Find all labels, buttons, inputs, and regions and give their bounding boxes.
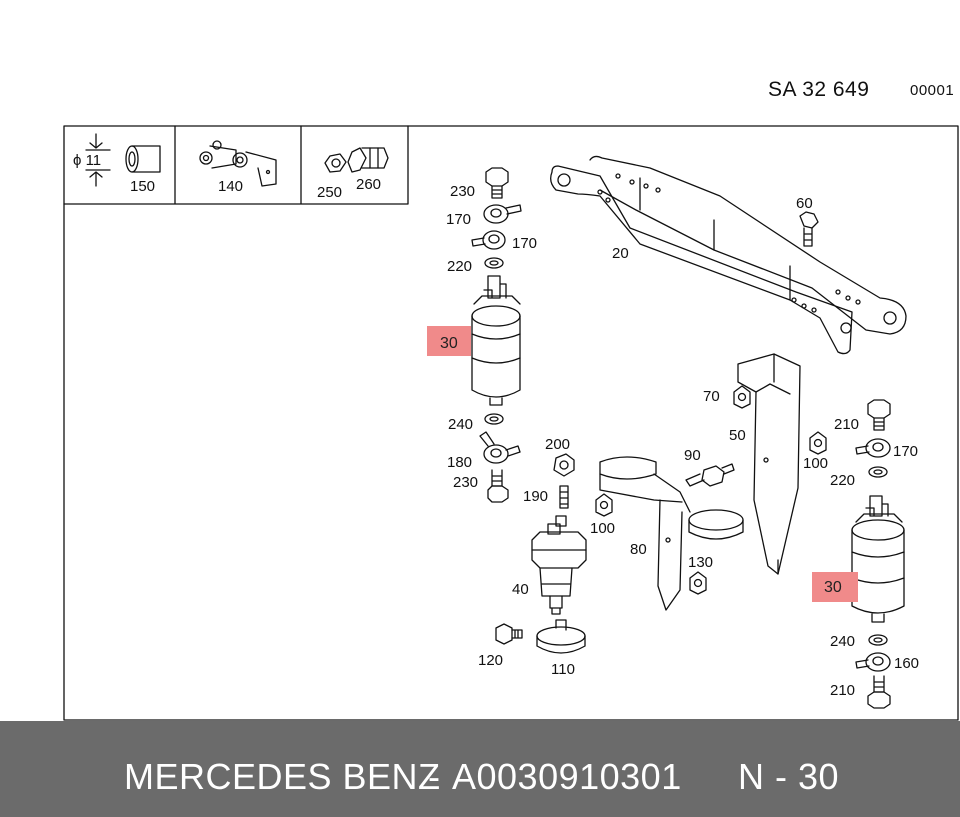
part-label-40: 40 xyxy=(512,581,529,598)
seal-ring-220-icon xyxy=(484,257,504,269)
seal-ring-240b-icon xyxy=(868,634,888,646)
fuel-pump-right-icon xyxy=(851,495,905,623)
part-label-170: 170 xyxy=(893,443,918,460)
part-label-90: 90 xyxy=(684,447,701,464)
footer-separator: - xyxy=(428,756,441,797)
banjo-bolt-230-icon xyxy=(485,167,509,199)
bracket-140-icon xyxy=(199,140,277,187)
nut-200-icon xyxy=(553,453,575,477)
part-label-240: 240 xyxy=(448,416,473,433)
banjo-fitting-160-icon xyxy=(855,652,891,672)
banjo-bolt-210-icon xyxy=(867,399,891,431)
part-label-130: 130 xyxy=(688,554,713,571)
nut-100-icon xyxy=(595,493,613,517)
banjo-bolt-230b-icon xyxy=(487,469,509,503)
crossmember-20-icon xyxy=(550,155,907,355)
part-label-80: 80 xyxy=(630,541,647,558)
part-label-120: 120 xyxy=(478,652,503,669)
highlight-pump-left xyxy=(427,326,471,356)
part-label-50: 50 xyxy=(729,427,746,444)
clamp-110-icon xyxy=(536,619,586,654)
part-label-110: 110 xyxy=(551,661,575,678)
parts-diagram: ϕ 11 150 140 250 260 230 170 170 220 30 … xyxy=(63,125,959,721)
footer-brand: MERCEDES BENZ xyxy=(124,756,441,797)
banjo-fitting-170b-icon xyxy=(471,230,506,250)
part-label-100: 100 xyxy=(803,455,828,472)
nut-250-icon xyxy=(324,153,347,173)
nut-100b-icon xyxy=(809,431,827,455)
footer-position: N - 30 xyxy=(738,756,840,797)
clamp-bracket-80-icon xyxy=(599,456,744,611)
part-label-100: 100 xyxy=(590,520,615,537)
bracket-50-icon xyxy=(737,353,801,575)
part-label-200: 200 xyxy=(545,436,570,453)
footer-bar xyxy=(0,721,960,817)
banjo-fitting-170c-icon xyxy=(855,438,891,458)
drawing-code: SA 32 649 xyxy=(768,78,870,101)
part-label-240: 240 xyxy=(830,633,855,650)
highlight-pump-right xyxy=(812,572,858,602)
part-label-30: 30 xyxy=(440,335,458,352)
part-label-160: 160 xyxy=(894,655,919,672)
inset-label-250: 250 xyxy=(317,184,342,201)
footer-part-number: A0030910301 xyxy=(452,756,682,797)
part-label-210: 210 xyxy=(830,682,855,699)
fuel-pump-left-icon xyxy=(471,275,521,406)
part-label-170: 170 xyxy=(446,211,471,228)
inset-label-260: 260 xyxy=(356,176,381,193)
part-label-20: 20 xyxy=(612,245,629,262)
part-label-30: 30 xyxy=(824,579,842,596)
inset-boxes xyxy=(63,125,409,205)
bolt-120-icon xyxy=(495,623,523,645)
bolt-60-icon xyxy=(799,211,819,247)
banjo-bolt-210b-icon xyxy=(867,675,891,709)
diameter-label: ϕ 11 xyxy=(73,152,101,169)
part-label-210: 210 xyxy=(834,416,859,433)
part-label-230: 230 xyxy=(453,474,478,491)
part-label-220: 220 xyxy=(447,258,472,275)
seal-ring-220b-icon xyxy=(868,466,888,478)
part-label-180: 180 xyxy=(447,454,472,471)
bolt-190-icon xyxy=(559,485,569,509)
sheet-number: 00001 xyxy=(910,82,955,99)
banjo-fitting-180-icon xyxy=(479,431,521,464)
inset-label-140: 140 xyxy=(218,178,243,195)
part-label-170: 170 xyxy=(512,235,537,252)
bolt-90-icon xyxy=(685,463,735,487)
seal-ring-240-icon xyxy=(484,413,504,425)
part-label-70: 70 xyxy=(703,388,720,405)
part-label-220: 220 xyxy=(830,472,855,489)
inset-label-150: 150 xyxy=(130,178,155,195)
part-label-190: 190 xyxy=(523,488,548,505)
part-label-230: 230 xyxy=(450,183,475,200)
banjo-fitting-170-icon xyxy=(483,204,522,224)
hose-150-icon xyxy=(85,133,161,187)
part-label-60: 60 xyxy=(796,195,813,212)
nut-70-icon xyxy=(733,385,751,409)
accumulator-40-icon xyxy=(531,515,587,615)
nut-130-icon xyxy=(689,571,707,595)
diagram-frame xyxy=(63,125,959,721)
fitting-260-icon xyxy=(347,147,389,173)
